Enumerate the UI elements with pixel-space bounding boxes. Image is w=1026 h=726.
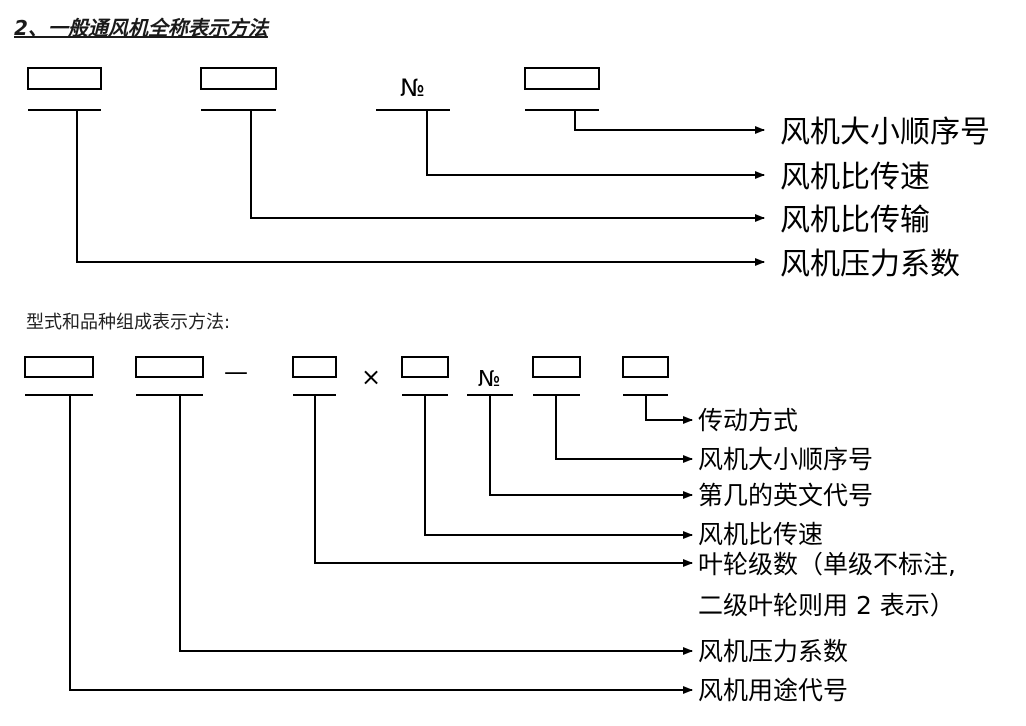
diagram-type-composition xyxy=(24,356,693,694)
field-box xyxy=(524,67,600,90)
field-box xyxy=(200,67,277,90)
number-sign: № xyxy=(478,367,501,392)
label-fan-usage-code: 风机用途代号 xyxy=(698,676,848,705)
label-english-code: 第几的英文代号 xyxy=(698,481,873,510)
label-fan-size-number: 风机大小顺序号 xyxy=(698,445,873,474)
leader-arrow xyxy=(574,110,765,134)
leader-arrow xyxy=(314,395,693,567)
label-transmission-mode: 传动方式 xyxy=(698,406,798,435)
label-fan-size-number: 风机大小顺序号 xyxy=(780,115,990,150)
leader-arrow xyxy=(250,110,765,222)
label-fan-specific-speed: 风机比传速 xyxy=(698,520,823,549)
leader-arrow xyxy=(424,395,693,539)
diagram-full-name xyxy=(27,67,765,266)
leader-arrow xyxy=(179,395,693,655)
leader-arrow xyxy=(69,395,693,694)
subsection-heading: 型式和品种组成表示方法: xyxy=(26,312,231,333)
leader-arrow xyxy=(426,110,765,179)
number-sign: № xyxy=(400,74,425,102)
times-separator: × xyxy=(361,363,381,391)
dash-separator: — xyxy=(224,358,248,386)
field-box xyxy=(24,356,94,378)
field-box xyxy=(292,356,337,378)
leader-arrow xyxy=(555,395,693,463)
field-box xyxy=(401,356,449,378)
field-box xyxy=(135,356,204,378)
label-fan-pressure-coefficient: 风机压力系数 xyxy=(780,247,960,282)
leader-arrow xyxy=(645,395,693,424)
label-impeller-stages-line1: 叶轮级数（单级不标注, xyxy=(698,550,956,579)
field-box xyxy=(532,356,581,378)
field-box xyxy=(622,356,669,378)
label-fan-specific-speed: 风机比传速 xyxy=(780,160,930,195)
label-fan-pressure-coefficient: 风机压力系数 xyxy=(698,637,848,666)
leader-arrow xyxy=(489,395,693,499)
label-impeller-stages-line2: 二级叶轮则用 2 表示） xyxy=(698,591,955,620)
section-heading: 2、一般通风机全称表示方法 xyxy=(14,16,268,40)
leader-arrow xyxy=(76,110,765,266)
label-fan-specific-transmission: 风机比传输 xyxy=(780,203,930,238)
field-box xyxy=(27,67,102,90)
